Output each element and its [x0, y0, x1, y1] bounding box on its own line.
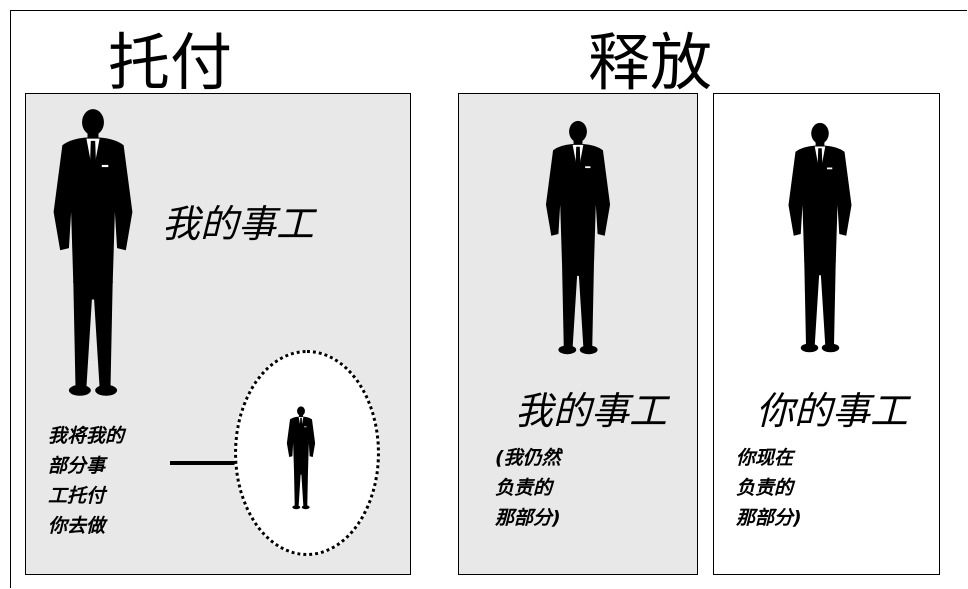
- note-line: 部分事: [48, 455, 106, 477]
- panel-left-title: 我的事工: [162, 202, 315, 246]
- businessman-icon: [53, 109, 133, 396]
- businessman-icon: [545, 120, 611, 355]
- panel-right-note: 你现在 负责的 那部分): [736, 443, 802, 533]
- note-line: 负责的: [736, 477, 794, 499]
- panel-right-title: 你的事工: [756, 389, 909, 433]
- businessman-icon: [286, 406, 316, 510]
- note-line: 你去做: [48, 515, 106, 537]
- note-line: 那部分): [495, 507, 561, 529]
- note-line: 那部分): [736, 507, 802, 529]
- panel-left-note: 我将我的 部分事 工托付 你去做: [48, 421, 124, 541]
- panel-mid-note: (我仍然 负责的 那部分): [495, 443, 561, 533]
- panel-mid-title: 我的事工: [515, 389, 668, 433]
- note-line: 工托付: [48, 485, 106, 507]
- diagram-frame: [10, 10, 967, 588]
- note-line: 你现在: [736, 447, 794, 469]
- note-line: 负责的: [495, 477, 553, 499]
- note-line: 我将我的: [48, 425, 125, 447]
- heading-release: 释放: [588, 26, 713, 99]
- businessman-icon: [788, 122, 852, 353]
- heading-delegate: 托付: [108, 26, 233, 99]
- note-line: (我仍然: [495, 447, 561, 469]
